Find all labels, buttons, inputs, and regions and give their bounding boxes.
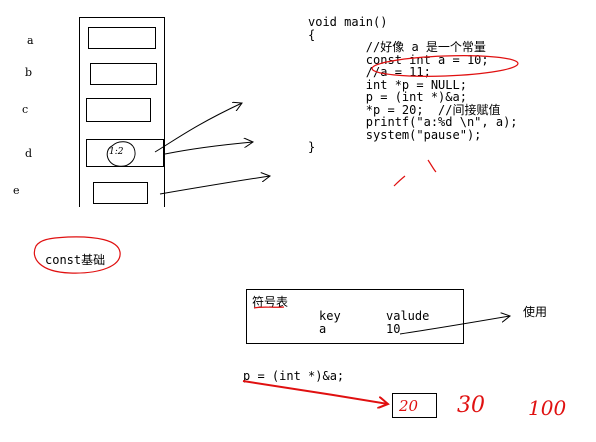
symbol-table-title: 符号表 bbox=[252, 295, 289, 309]
memory-label-e: e bbox=[13, 184, 20, 197]
code-line: } bbox=[308, 140, 316, 154]
memory-label-c: c bbox=[22, 103, 29, 116]
pointed-value: 20 bbox=[399, 397, 419, 415]
memory-label-a: a bbox=[27, 34, 34, 47]
memory-diagram: a b c d e 1:2 bbox=[0, 0, 200, 215]
pointer-expression: p = (int *)&a; bbox=[243, 369, 345, 383]
pointer-red-arrow bbox=[242, 380, 388, 404]
code-line: { bbox=[308, 27, 316, 42]
code-line: //好像 a 是一个常量 bbox=[308, 40, 486, 54]
memory-cell-e bbox=[93, 182, 148, 204]
printf-quote-mark bbox=[427, 159, 437, 173]
system-quote-mark bbox=[393, 175, 406, 187]
memory-cell-c bbox=[86, 98, 151, 122]
memory-label-b: b bbox=[25, 66, 33, 79]
memory-label-d: d bbox=[25, 147, 33, 160]
memory-cell-a bbox=[88, 27, 156, 49]
d-cell-scribble: 1:2 bbox=[109, 147, 124, 157]
symbol-table-header-value: valude bbox=[386, 309, 430, 323]
use-label: 使用 bbox=[523, 305, 548, 319]
memory-cell-b bbox=[90, 63, 157, 85]
memory-cell-d bbox=[86, 139, 164, 167]
symbol-table-key-a: a bbox=[319, 322, 327, 336]
code-line: //a = 11; bbox=[308, 65, 431, 79]
symbol-table-header-key: key bbox=[319, 309, 341, 323]
code-line: p = (int *)&a; bbox=[308, 90, 467, 104]
symbol-table-value-10: 10 bbox=[386, 322, 401, 336]
handwritten-value-100: 100 bbox=[528, 396, 567, 420]
code-line: *p = 20; //间接赋值 bbox=[308, 102, 501, 117]
code-line: void main() bbox=[308, 15, 388, 29]
code-line: printf("a:%d \n", a); bbox=[308, 115, 518, 129]
symbol-table: 符号表 key valude a 10 bbox=[246, 289, 464, 344]
handwritten-value-30: 30 bbox=[457, 393, 485, 418]
code-line: int *p = NULL; bbox=[308, 77, 467, 92]
const-basics-label: const基础 bbox=[45, 253, 106, 267]
pointed-value-box bbox=[392, 393, 437, 418]
code-block: void main() { //好像 a 是一个常量 const int a =… bbox=[308, 16, 588, 154]
code-line: system("pause"); bbox=[308, 127, 482, 142]
